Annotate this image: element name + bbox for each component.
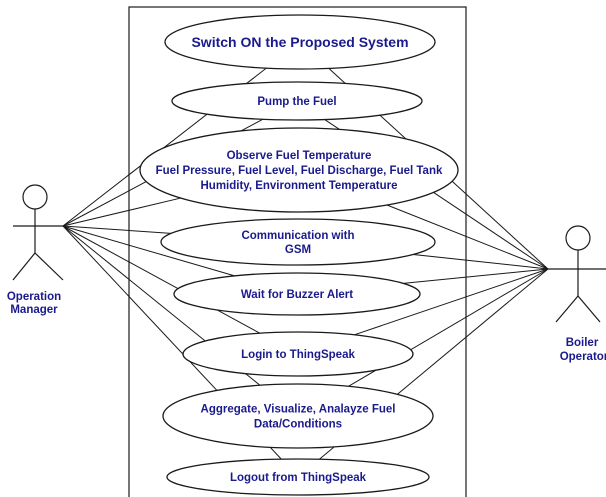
association-line-operation-manager-login (62, 225, 261, 334)
use-case-ellipse (166, 458, 430, 496)
association-line-boiler-operator-observe-fuel (386, 204, 549, 270)
use-case-buzzer: Wait for Buzzer Alert (173, 272, 421, 316)
use-case-ellipse (171, 81, 423, 121)
use-case-label: Login to ThingSpeak (241, 349, 355, 361)
association-line-operation-manager-observe-fuel (62, 197, 181, 227)
use-case-label: Fuel Pressure, Fuel Level, Fuel Discharg… (156, 165, 443, 177)
use-case-label: Pump the Fuel (257, 96, 336, 108)
use-case-ellipse (160, 218, 436, 266)
use-case-label: Aggregate, Visualize, Analayze Fuel (201, 404, 396, 416)
use-case-switch-on: Switch ON the Proposed System (164, 14, 436, 70)
use-case-pump-fuel: Pump the Fuel (171, 81, 423, 121)
association-line-boiler-operator-gsm (413, 253, 549, 270)
use-case-ellipse (162, 383, 434, 449)
use-case-label: Humidity, Environment Temperature (200, 180, 397, 192)
use-case-ellipse (139, 127, 459, 213)
use-case-login: Login to ThingSpeak (182, 331, 414, 377)
actor-left-leg (555, 295, 579, 323)
use-case-ellipse (164, 14, 436, 70)
use-case-label: Observe Fuel Temperature (227, 150, 372, 162)
use-case-logout: Logout from ThingSpeak (166, 458, 430, 496)
use-case-aggregate: Aggregate, Visualize, Analayze FuelData/… (162, 383, 434, 449)
actor-head (22, 184, 48, 210)
use-case-ellipse (182, 331, 414, 377)
association-line-operation-manager-gsm (62, 225, 172, 234)
association-line-boiler-operator-login (354, 268, 549, 336)
actor-right-leg (34, 252, 64, 281)
boiler-operator-label-line2: Operator (560, 351, 606, 363)
use-case-label: Wait for Buzzer Alert (241, 289, 353, 301)
association-line-operation-manager-buzzer (62, 225, 235, 277)
association-line-boiler-operator-buzzer (403, 268, 549, 284)
boiler-operator-label-line1: Boiler (566, 337, 599, 349)
actor-head (565, 225, 591, 251)
operation-manager-label-line1: Operation (7, 291, 61, 303)
use-case-label: GSM (285, 244, 311, 256)
boiler-operator-actor: Boiler Operator (548, 225, 606, 363)
use-case-ellipse (173, 272, 421, 316)
use-case-label: Communication with (241, 230, 354, 242)
actor-right-leg (577, 295, 601, 323)
use-case-label: Logout from ThingSpeak (230, 472, 367, 484)
operation-manager-label-line2: Manager (10, 304, 58, 316)
use-case-label: Data/Conditions (254, 419, 342, 431)
actor-left-leg (12, 252, 36, 281)
use-case-label: Switch ON the Proposed System (191, 34, 408, 50)
operation-manager-actor: Operation Manager (7, 184, 64, 316)
